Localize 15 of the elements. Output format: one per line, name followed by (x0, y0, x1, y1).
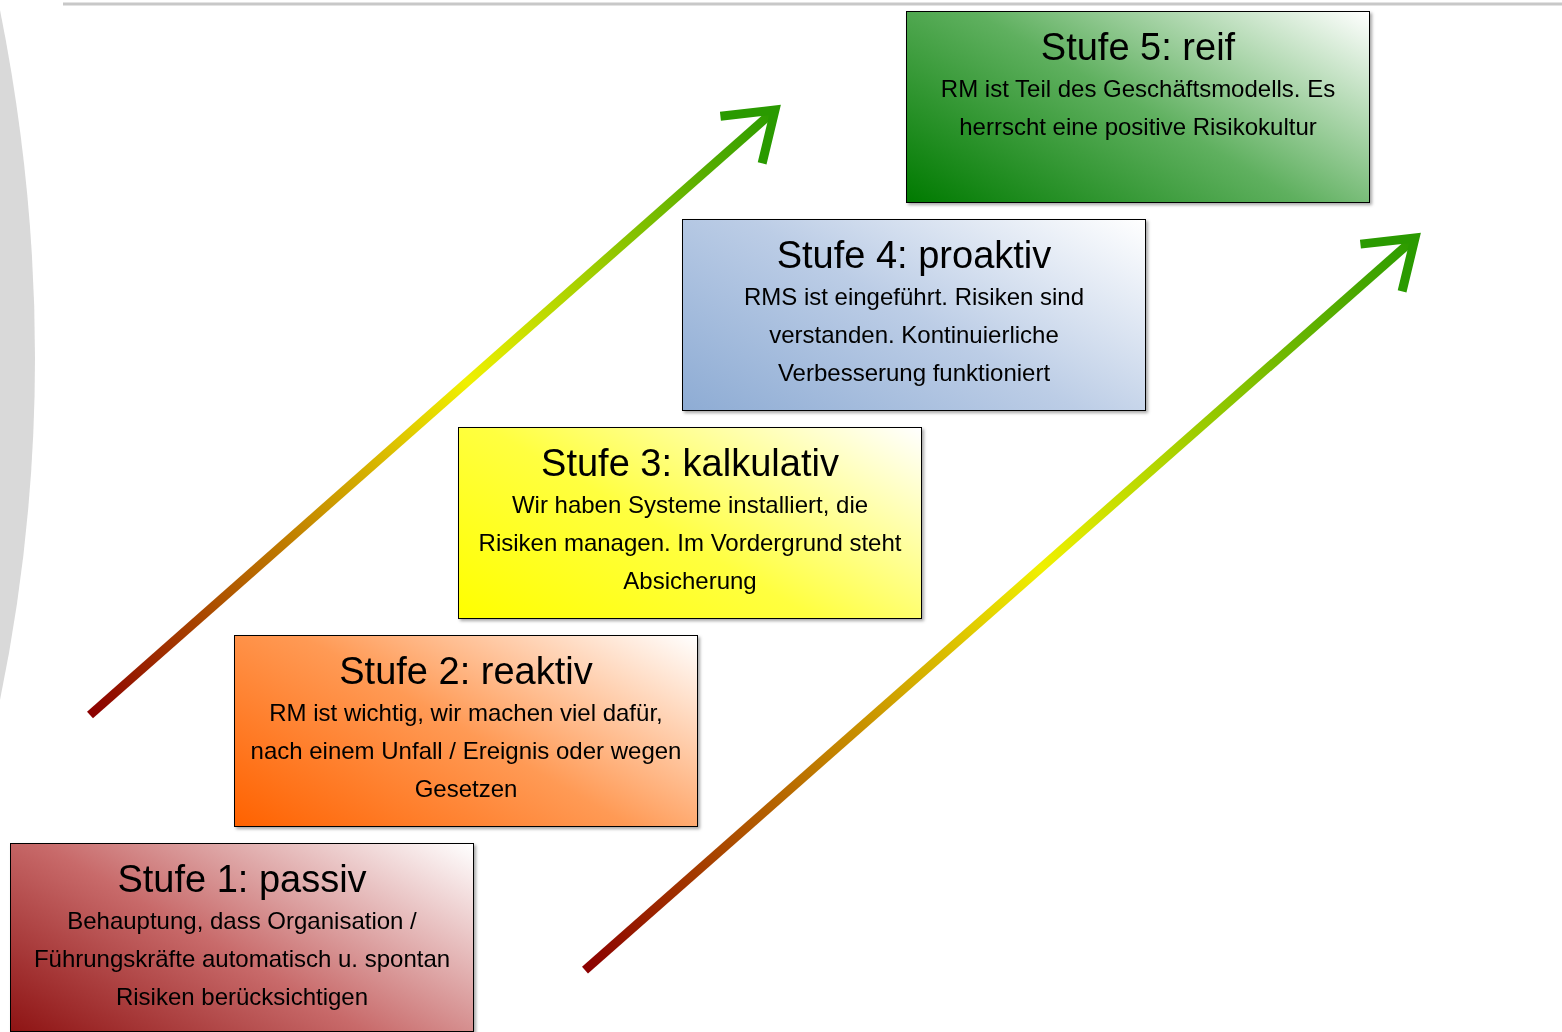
stage-description: RM ist Teil des Geschäftsmodells. Es herrscht eine positive Risikokultur (939, 74, 1337, 142)
stage-box (234, 635, 698, 827)
stage-title: Stufe 5: reif (1040, 25, 1236, 70)
stage-box (682, 219, 1146, 411)
stage-title: Stufe 1: passiv (117, 857, 367, 902)
stage-description: Behauptung, dass Organisation / Führungskräfte automatisch u. spontan Risiken berücksichtigen (32, 906, 452, 1012)
stage-title: Stufe 3: kalkulativ (541, 441, 839, 486)
stage-title: Stufe 4: proaktiv (776, 233, 1052, 278)
stage-box (906, 11, 1370, 203)
stage-title: Stufe 2: reaktiv (339, 649, 593, 694)
stage-description: RMS ist eingeführt. Risiken sind verstanden. Kontinuierliche Verbesserung funktioniert (742, 282, 1086, 388)
stage-box (458, 427, 922, 619)
stage-description: Wir haben Systeme installiert, die Risiken managen. Im Vordergrund steht Absicherung (477, 490, 903, 596)
stage-description: RM ist wichtig, wir machen viel dafür, nach einem Unfall / Ereignis oder wegen Gesetzen (249, 698, 683, 804)
stage-box (10, 843, 474, 1032)
